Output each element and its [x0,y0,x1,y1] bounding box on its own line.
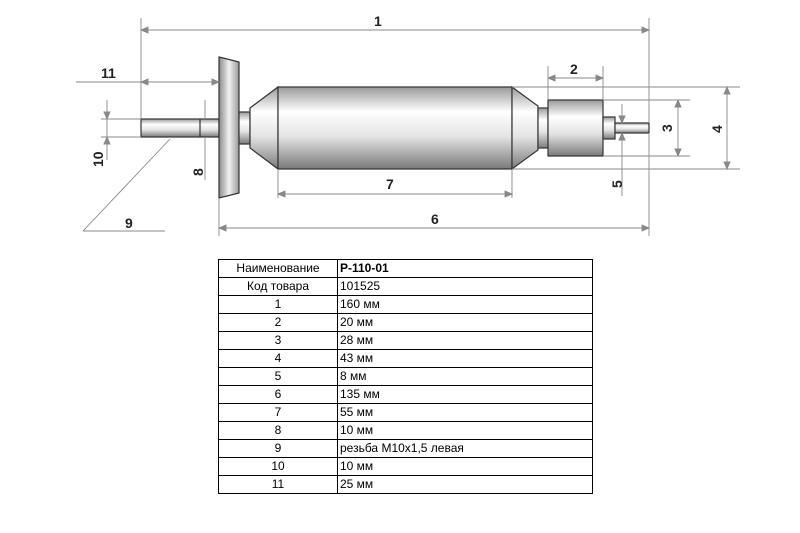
right-neck [537,107,549,149]
left-taper [249,85,279,171]
dim-label-2: 2 [570,61,578,77]
spec-key-cell: 2 [218,313,338,332]
spec-key-cell: 8 [218,421,338,440]
spec-value-cell: 10 мм [337,457,593,476]
spec-key-cell: 5 [218,367,338,386]
spec-value-cell: 101525 [337,277,593,296]
spec-value-cell: Р-110-01 [337,259,593,278]
dim-label-4: 4 [709,125,725,133]
spec-value-cell: 25 мм [337,475,593,494]
spec-value-cell: 10 мм [337,421,593,440]
flange-hub [238,111,251,145]
spec-key-cell: 1 [218,295,338,314]
spec-value-cell: 43 мм [337,349,593,368]
technical-drawing: 1 2 3 4 5 6 7 8 9 10 11 [76,13,740,236]
spec-key-cell: 10 [218,457,338,476]
dim-label-6: 6 [431,211,439,227]
spec-value-cell: 55 мм [337,403,593,422]
spec-key-cell: 6 [218,385,338,404]
main-cylinder [277,86,513,170]
dim-label-3: 3 [659,124,675,132]
dim-label-9: 9 [125,215,133,231]
right-taper [511,85,539,171]
dim-label-10: 10 [90,151,106,167]
dim-label-7: 7 [386,176,394,192]
spec-key-cell: 4 [218,349,338,368]
right-collar [602,116,616,140]
dim-label-11: 11 [101,65,116,81]
spec-value-cell: резьба М10х1,5 левая [337,439,593,458]
right-sleeve [547,99,604,157]
dimension-lines [76,18,740,236]
spec-key-cell: 3 [218,331,338,350]
dim-label-1: 1 [374,13,382,29]
dim-label-8: 8 [190,168,206,176]
spec-value-cell: 28 мм [337,331,593,350]
spec-key-cell: 9 [218,439,338,458]
right-pin [614,122,650,134]
spec-key-cell: 7 [218,403,338,422]
left-threaded-shaft [140,118,220,138]
spec-value-cell: 160 мм [337,295,593,314]
spec-value-cell: 20 мм [337,313,593,332]
spec-key-cell: 11 [218,475,338,494]
dim-label-5: 5 [609,180,625,188]
spec-value-cell: 8 мм [337,367,593,386]
spindle-body [140,56,650,199]
spec-value-cell: 135 мм [337,385,593,404]
spec-key-cell: Код товара [218,277,338,296]
spec-key-cell: Наименование [218,259,338,278]
dimension-labels: 1 2 3 4 5 6 7 8 9 10 11 [90,13,725,231]
flange-disc [218,56,240,199]
